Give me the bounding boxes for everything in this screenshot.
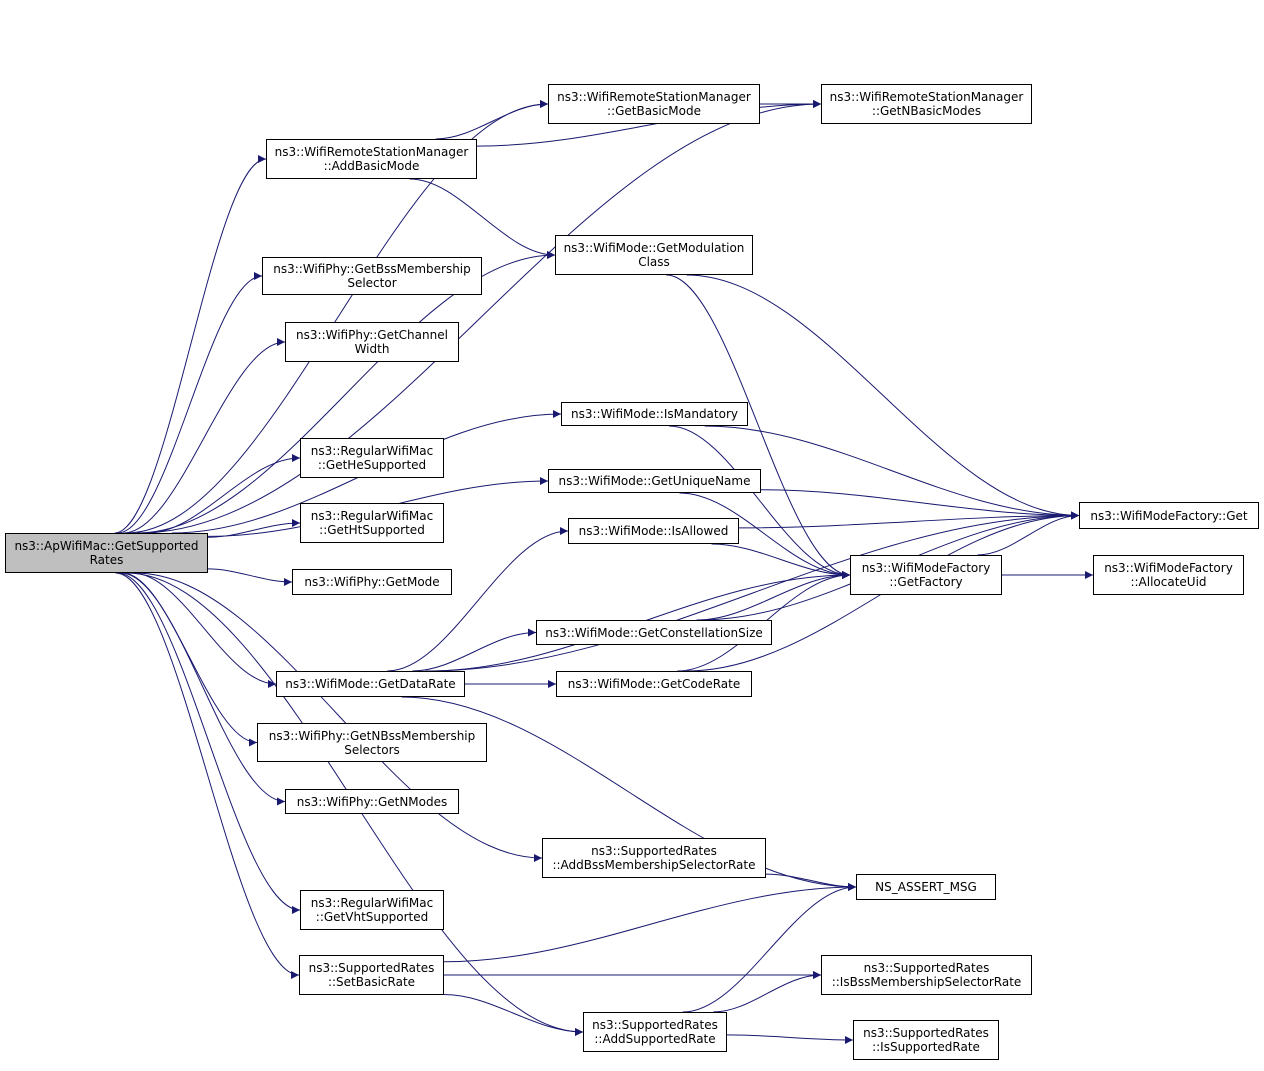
edge-isMandatory-to-getFactory (669, 425, 851, 579)
node-get-data-rate[interactable]: ns3::WifiMode::GetDataRate (276, 671, 465, 697)
edge-root-to-getHeSupported (147, 454, 301, 534)
edge-root-to-addBssMembershipSelectorRate (135, 572, 543, 862)
node-get-code-rate[interactable]: ns3::WifiMode::GetCodeRate (556, 671, 752, 697)
node-set-basic-rate[interactable]: ns3::SupportedRates::SetBasicRate (299, 955, 444, 995)
edge-setBasicRate-to-nsAssertMsg (443, 883, 857, 963)
edge-getDataRate-to-getConstellationSize (412, 628, 537, 672)
edge-addBssMembershipSelectorRate-to-nsAssertMsg (765, 873, 857, 891)
node-get-he-supported[interactable]: ns3::RegularWifiMac::GetHeSupported (300, 438, 444, 478)
edge-getFactory-to-factoryGet (977, 511, 1080, 556)
edge-isAllowed-to-getFactory (711, 543, 851, 579)
node-add-supported-rate[interactable]: ns3::SupportedRates::AddSupportedRate (583, 1012, 727, 1052)
edge-root-to-getModulationClass (136, 251, 556, 534)
edge-root-to-getHtSupported (207, 519, 301, 538)
node-is-supported-rate[interactable]: ns3::SupportedRates::IsSupportedRate (853, 1020, 999, 1060)
node-is-mandatory[interactable]: ns3::WifiMode::IsMandatory (561, 402, 748, 426)
edge-root-to-getMode (207, 568, 293, 586)
edge-root-to-getBssMembershipSelector (117, 272, 263, 534)
edge-addBasicMode-to-getModulationClass (409, 178, 556, 259)
edge-getDataRate-to-isAllowed (387, 527, 569, 672)
edge-root-to-getBasicMode (126, 100, 549, 534)
edge-getUniqueName-to-factoryGet (760, 489, 1080, 520)
node-is-allowed[interactable]: ns3::WifiMode::IsAllowed (568, 518, 739, 544)
node-wifi-mode-factory-get[interactable]: ns3::WifiModeFactory::Get (1079, 502, 1259, 529)
edge-setBasicRate-to-addSupportedRate (443, 994, 584, 1036)
edge-addBasicMode-to-getBasicMode (435, 100, 549, 140)
edge-addBasicMode-to-getNBasicModes (476, 100, 822, 147)
edge-getDataRate-to-factoryGet (425, 511, 1080, 672)
node-get-unique-name[interactable]: ns3::WifiMode::GetUniqueName (548, 469, 761, 493)
edge-getModulationClass-to-factoryGet (686, 274, 1080, 520)
edge-getModulationClass-to-getFactory (666, 274, 851, 579)
edge-root-to-getVhtSupported (117, 572, 301, 914)
edge-getUniqueName-to-getFactory (679, 492, 851, 579)
edge-root-to-getNModes (120, 572, 286, 806)
edge-root-to-setBasicRate (115, 572, 300, 979)
node-get-vht-supported[interactable]: ns3::RegularWifiMac::GetVhtSupported (300, 890, 444, 930)
edge-addSupportedRate-to-isSupportedRate (726, 1034, 854, 1044)
node-get-n-modes[interactable]: ns3::WifiPhy::GetNModes (285, 789, 459, 814)
edge-addSupportedRate-to-isBssMembershipSelectorRate (713, 971, 822, 1013)
node-get-n-basic-modes[interactable]: ns3::WifiRemoteStationManager::GetNBasic… (821, 84, 1032, 124)
node-is-bss-membership-selector-rate[interactable]: ns3::SupportedRates::IsBssMembershipSele… (821, 955, 1032, 995)
edge-root-to-addBasicMode (114, 155, 267, 534)
node-get-mode[interactable]: ns3::WifiPhy::GetMode (292, 569, 452, 595)
node-allocate-uid[interactable]: ns3::WifiModeFactory::AllocateUid (1093, 555, 1244, 595)
edge-addSupportedRate-to-nsAssertMsg (682, 883, 857, 1013)
node-add-basic-mode[interactable]: ns3::WifiRemoteStationManager::AddBasicM… (266, 139, 477, 179)
node-get-constellation-size[interactable]: ns3::WifiMode::GetConstellationSize (536, 620, 772, 645)
edge-isAllowed-to-factoryGet (738, 511, 1080, 529)
node-add-bss-membership-selector-rate[interactable]: ns3::SupportedRates::AddBssMembershipSel… (542, 838, 766, 878)
edge-isMandatory-to-factoryGet (704, 425, 1080, 520)
node-get-factory[interactable]: ns3::WifiModeFactory::GetFactory (850, 555, 1002, 595)
edge-root-to-getDataRate (132, 572, 277, 688)
edge-getConstellationSize-to-getFactory (696, 571, 851, 621)
edge-root-to-getNBasicModes (138, 100, 822, 534)
node-get-basic-mode[interactable]: ns3::WifiRemoteStationManager::GetBasicM… (548, 84, 760, 124)
edge-root-to-getChannelWidth (123, 338, 286, 534)
node-ns-assert-msg[interactable]: NS_ASSERT_MSG (856, 874, 996, 900)
node-get-ht-supported[interactable]: ns3::RegularWifiMac::GetHtSupported (300, 503, 444, 543)
